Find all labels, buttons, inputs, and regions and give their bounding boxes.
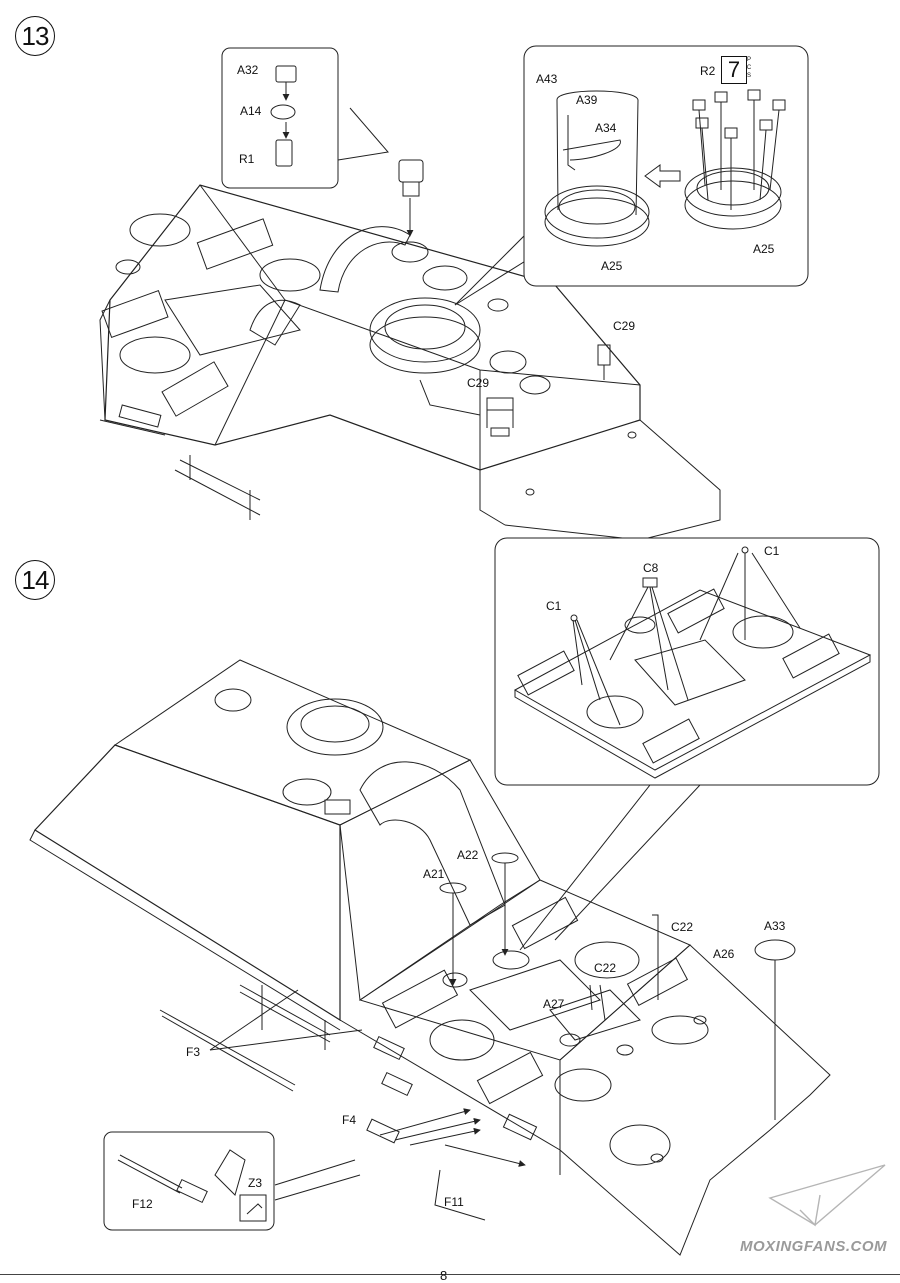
part-label-a21: A21	[423, 867, 445, 881]
quantity-unit-c: C	[746, 65, 752, 71]
part-label-c8: C8	[643, 561, 659, 575]
part-label-f11: F11	[444, 1195, 464, 1209]
part-label-a32: A32	[237, 63, 259, 77]
part-label-f12: F12	[132, 1197, 153, 1211]
quantity-box: 7	[721, 56, 747, 84]
step13-large-callout-drawing	[523, 45, 809, 287]
watermark-logo	[768, 1164, 886, 1227]
bottom-rule	[0, 1274, 900, 1275]
quantity-unit-s: S	[746, 73, 751, 79]
part-label-c1-left: C1	[546, 599, 562, 613]
part-label-c22-lower: C22	[594, 961, 617, 975]
part-label-r2: R2	[700, 64, 716, 78]
page-number: 8	[440, 1268, 448, 1283]
step14-top-callout-drawing	[494, 537, 880, 786]
part-label-a27: A27	[543, 997, 565, 1011]
part-label-a33: A33	[764, 919, 786, 933]
part-label-a25-right: A25	[753, 242, 775, 256]
step13-small-callout-pointer	[337, 107, 389, 161]
step14-bottom-callout-pointer	[274, 1159, 361, 1201]
part-label-a39: A39	[576, 93, 598, 107]
part-label-a25-left: A25	[601, 259, 623, 273]
part-label-z3: Z3	[248, 1176, 263, 1190]
part-label-c1-right: C1	[764, 544, 780, 558]
part-label-r1: R1	[239, 152, 255, 166]
part-label-f3: F3	[186, 1045, 201, 1059]
step13-small-callout-drawing	[221, 47, 339, 189]
part-label-f4: F4	[342, 1113, 357, 1127]
part-label-a14: A14	[240, 104, 262, 118]
step-13-number: 13	[15, 16, 55, 56]
watermark-text: MOXINGFANS.COM	[740, 1238, 888, 1255]
part-label-c22-upper: C22	[671, 920, 694, 934]
part-label-a43: A43	[536, 72, 558, 86]
quantity-unit-p: P	[746, 57, 751, 63]
part-label-c29-center: C29	[467, 376, 490, 390]
step14-hull-drawing	[29, 659, 831, 1256]
step13-hull-drawing	[99, 159, 721, 541]
step-14-number: 14	[15, 560, 55, 600]
step14-bottom-callout-drawing	[103, 1131, 275, 1231]
part-label-a26: A26	[713, 947, 735, 961]
part-label-c29-right: C29	[613, 319, 636, 333]
part-label-a22: A22	[457, 848, 479, 862]
part-label-a34: A34	[595, 121, 617, 135]
